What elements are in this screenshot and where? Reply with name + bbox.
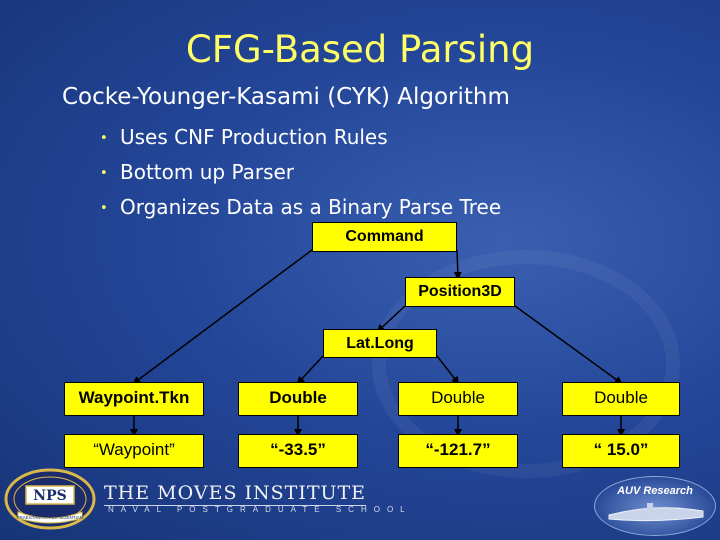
bullet-text: Bottom up Parser (120, 160, 295, 184)
value-latitude: “-33.5” (238, 434, 358, 468)
value-waypoint: “Waypoint” (64, 434, 204, 468)
bullet-list: • Uses CNF Production Rules • Bottom up Pa… (100, 122, 501, 227)
school-name: NAVAL POSTGRADUATE SCHOOL (108, 505, 412, 514)
token-double: Double (398, 382, 518, 416)
bullet-item: • Organizes Data as a Binary Parse Tree (100, 192, 501, 227)
auv-research-logo: AUV Research (594, 476, 716, 536)
edge-command-waypoint (132, 249, 313, 385)
bullet-icon: • (100, 166, 108, 181)
edge-position3d-double3 (514, 305, 623, 385)
nps-logo-icon: NPS PRAESTANTIA PER SCIENTIAM (4, 468, 96, 530)
auv-logo-text: AUV Research (617, 485, 693, 497)
node-position3d: Position3D (405, 277, 515, 307)
auv-vehicle-icon (608, 503, 704, 522)
token-double: Double (238, 382, 358, 416)
bullet-icon: • (100, 201, 108, 216)
token-waypoint: Waypoint.Tkn (64, 382, 204, 416)
bullet-item: • Uses CNF Production Rules (100, 122, 501, 157)
edge-latlong-double1 (296, 355, 324, 385)
bullet-item: • Bottom up Parser (100, 157, 501, 192)
value-longitude: “-121.7” (398, 434, 518, 468)
edge-command-position3d (453, 249, 462, 280)
nps-logo-text: NPS (33, 488, 66, 504)
token-double: Double (562, 382, 680, 416)
edge-latlong-double2 (436, 355, 460, 385)
node-latlong: Lat.Long (323, 329, 437, 358)
bullet-icon: • (100, 131, 108, 146)
edge-position3d-latlong (376, 305, 406, 333)
nps-motto: PRAESTANTIA PER SCIENTIAM (17, 515, 84, 520)
moves-institute-logo: THE MOVES INSTITUTE (104, 482, 367, 506)
node-command: Command (312, 222, 457, 252)
slide-subtitle: Cocke-Younger-Kasami (CYK) Algorithm (62, 84, 510, 110)
bullet-text: Organizes Data as a Binary Parse Tree (120, 195, 502, 219)
value-depth: “ 15.0” (562, 434, 680, 468)
bullet-text: Uses CNF Production Rules (120, 125, 388, 149)
slide-title: CFG-Based Parsing (185, 28, 535, 71)
